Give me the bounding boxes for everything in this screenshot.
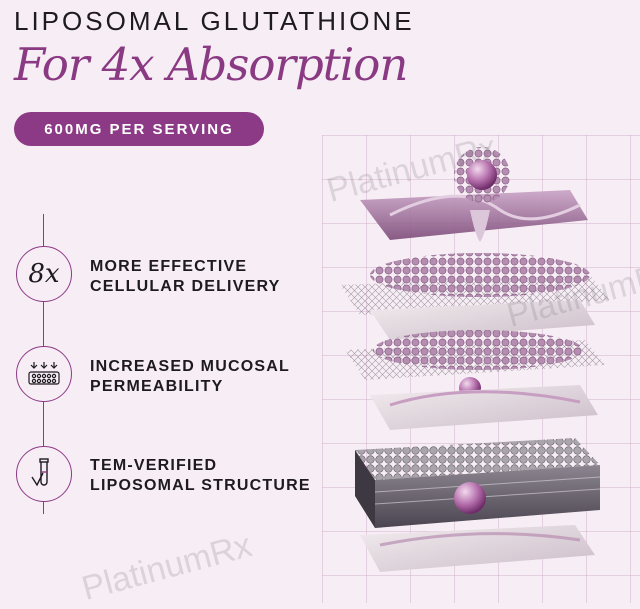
feature-item-delivery: MORE EFFECTIVE CELLULAR DELIVERY (90, 257, 280, 297)
feature-line: TEM-VERIFIED (90, 457, 218, 474)
product-title: LIPOSOMAL GLUTATHIONE (14, 6, 415, 36)
feature-line: INCREASED MUCOSAL (90, 358, 290, 375)
feature-line: MORE EFFECTIVE (90, 258, 248, 275)
test-tube-icon (31, 458, 49, 487)
feature-badge-mucosal (16, 346, 72, 402)
product-subtitle: For 4x Absorption (14, 38, 408, 91)
feature-item-mucosal: INCREASED MUCOSAL PERMEABILITY (90, 357, 290, 397)
feature-line: PERMEABILITY (90, 378, 224, 395)
mucosal-membrane-icon (28, 362, 60, 385)
serving-pill: 600MG PER SERVING (14, 112, 264, 146)
feature-badge-8x: 8x (16, 246, 72, 302)
bottom-sheet-layer (360, 525, 595, 572)
feature-item-tem: TEM-VERIFIED LIPOSOMAL STRUCTURE (90, 456, 311, 496)
feature-line: LIPOSOMAL STRUCTURE (90, 477, 311, 494)
dense-particle-layer (345, 330, 605, 430)
liposome-layer-illustration (340, 147, 610, 572)
top-liposome-layer (360, 147, 588, 242)
feature-badge-tem (16, 446, 72, 502)
watermark-text: PlatinumRx (77, 526, 256, 608)
badge-8x-text: 8x (28, 259, 60, 289)
feature-line: CELLULAR DELIVERY (90, 278, 281, 295)
particle-cloud-layer (340, 253, 610, 340)
lipid-bilayer-block (355, 438, 601, 528)
